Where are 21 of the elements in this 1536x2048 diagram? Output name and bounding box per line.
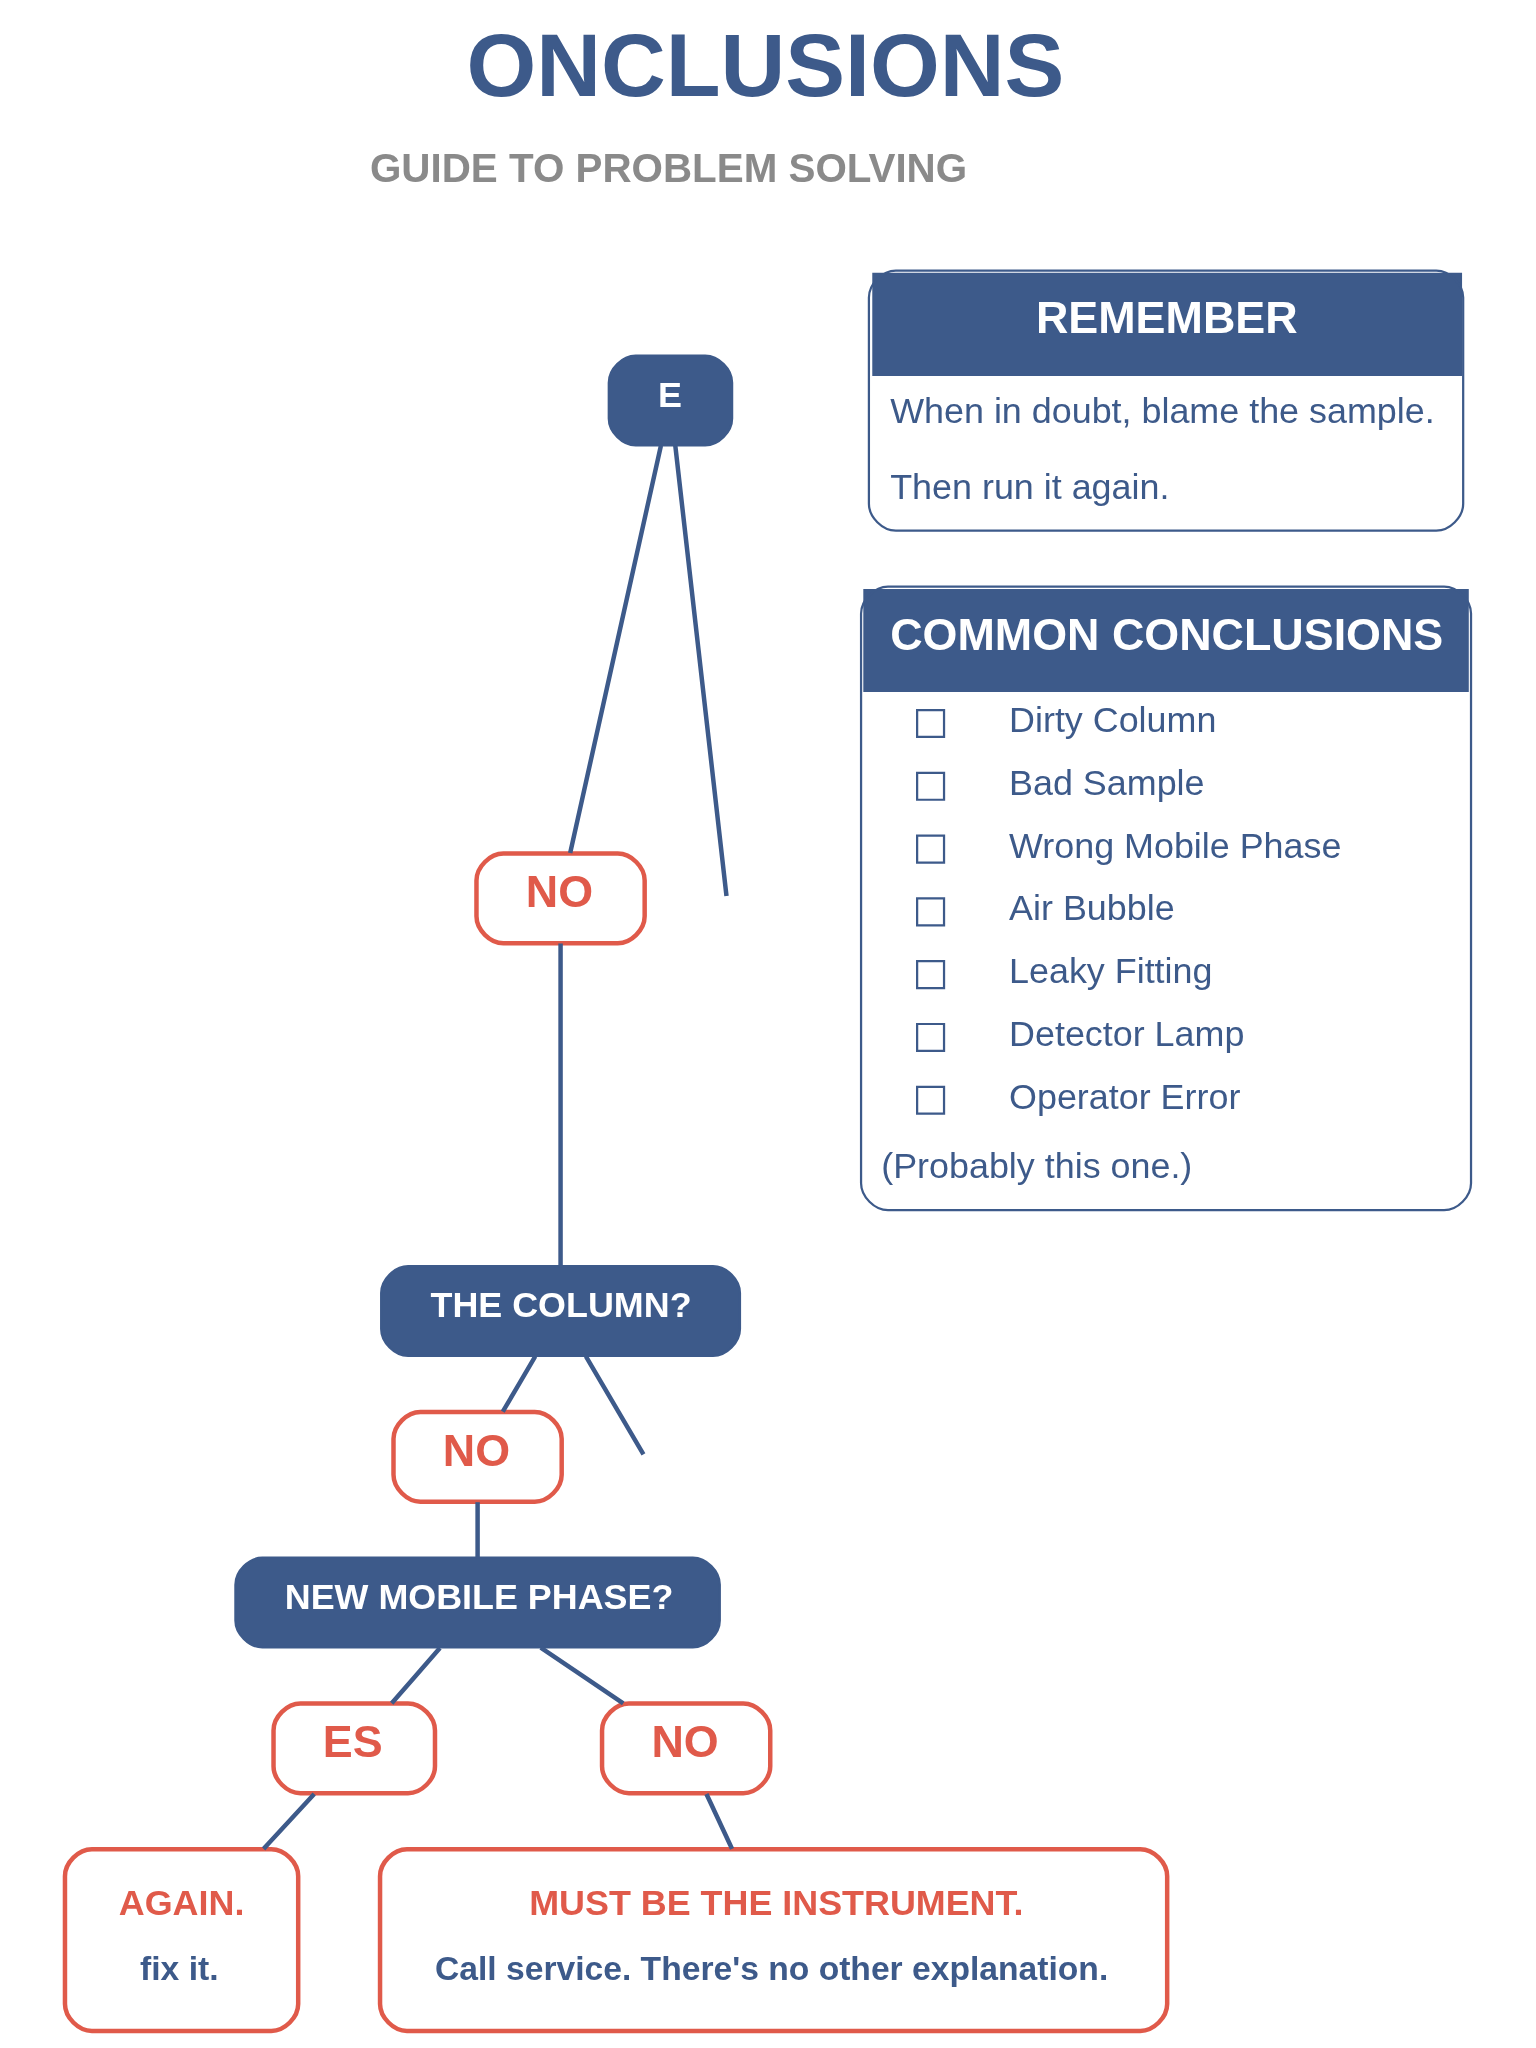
connector [500, 1355, 538, 1413]
node-box: NO [391, 1409, 564, 1504]
connector [539, 1645, 625, 1706]
connector [704, 1793, 735, 1850]
node-box: MUST BE THE INSTRUMENT. Call service. There's no other explanation. [377, 1847, 1170, 2034]
diagram-title: ONCLUSIONS [466, 14, 1065, 115]
node-box: AGAIN. fix it. [62, 1847, 301, 2034]
node-box: E [607, 354, 734, 447]
connector [673, 445, 729, 897]
connector [261, 1792, 316, 1851]
node-box: THE COLUMN? [380, 1265, 742, 1357]
label: GUIDE TO PROBLEM SOLVING [369, 144, 968, 191]
node-box: NO [599, 1701, 773, 1796]
connector [583, 1355, 646, 1456]
node-box: ES [271, 1701, 438, 1796]
connector [568, 445, 664, 854]
connector [390, 1646, 442, 1705]
node-box: NO [474, 851, 647, 946]
connector [558, 943, 563, 1266]
node-box: NEW MOBILE PHASE? [234, 1556, 721, 1649]
connector [475, 1502, 480, 1558]
